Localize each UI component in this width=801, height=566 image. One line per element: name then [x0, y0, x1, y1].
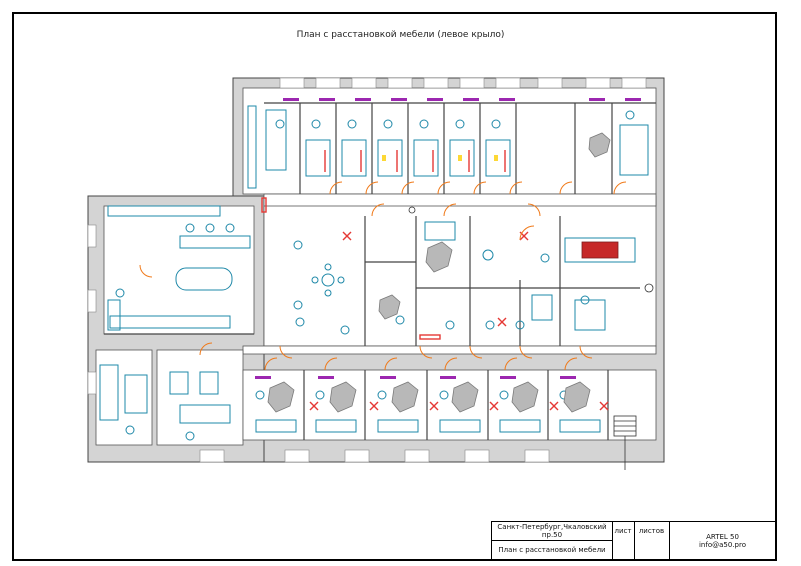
red-marks	[261, 150, 609, 411]
stamp-divider	[634, 522, 635, 560]
dental-chairs	[267, 132, 611, 413]
wc-block	[156, 349, 244, 446]
furniture	[99, 105, 649, 433]
stamp-divider	[669, 522, 670, 560]
reception-hall	[103, 205, 255, 335]
window-sills	[255, 98, 641, 379]
upper-corridor	[263, 193, 657, 207]
stamp-divider	[612, 522, 613, 560]
windows-top	[87, 77, 647, 463]
door-swings	[139, 181, 627, 371]
drawing-title: План с расстановкой мебели (левое крыло)	[296, 30, 505, 40]
drawing-frame	[12, 12, 777, 561]
chairs	[115, 110, 635, 441]
partitions	[104, 102, 656, 440]
stair-room	[607, 369, 657, 441]
middle-rooms	[263, 195, 657, 347]
stamp-address: Санкт-Петербург,Чкаловский пр.50	[497, 523, 607, 539]
stamp-company-block: ARTEL 50 info@a50.pro	[669, 522, 776, 560]
stamp-sheets-label: листов	[638, 527, 665, 535]
stamp-divider	[492, 540, 612, 541]
yellow-details	[382, 155, 498, 161]
equipment-unit	[581, 241, 619, 259]
staircase	[408, 206, 654, 470]
stamp-company: ARTEL 50	[706, 533, 739, 541]
title-block: Санкт-Петербург,Чкаловский пр.50 План с …	[491, 521, 776, 560]
stamp-sheet-label: лист	[614, 527, 632, 535]
stamp-drawing-name: План с расстановкой мебели	[498, 546, 606, 554]
stamp-email: info@a50.pro	[698, 541, 746, 549]
office-left	[95, 349, 153, 446]
corridor	[242, 345, 657, 355]
